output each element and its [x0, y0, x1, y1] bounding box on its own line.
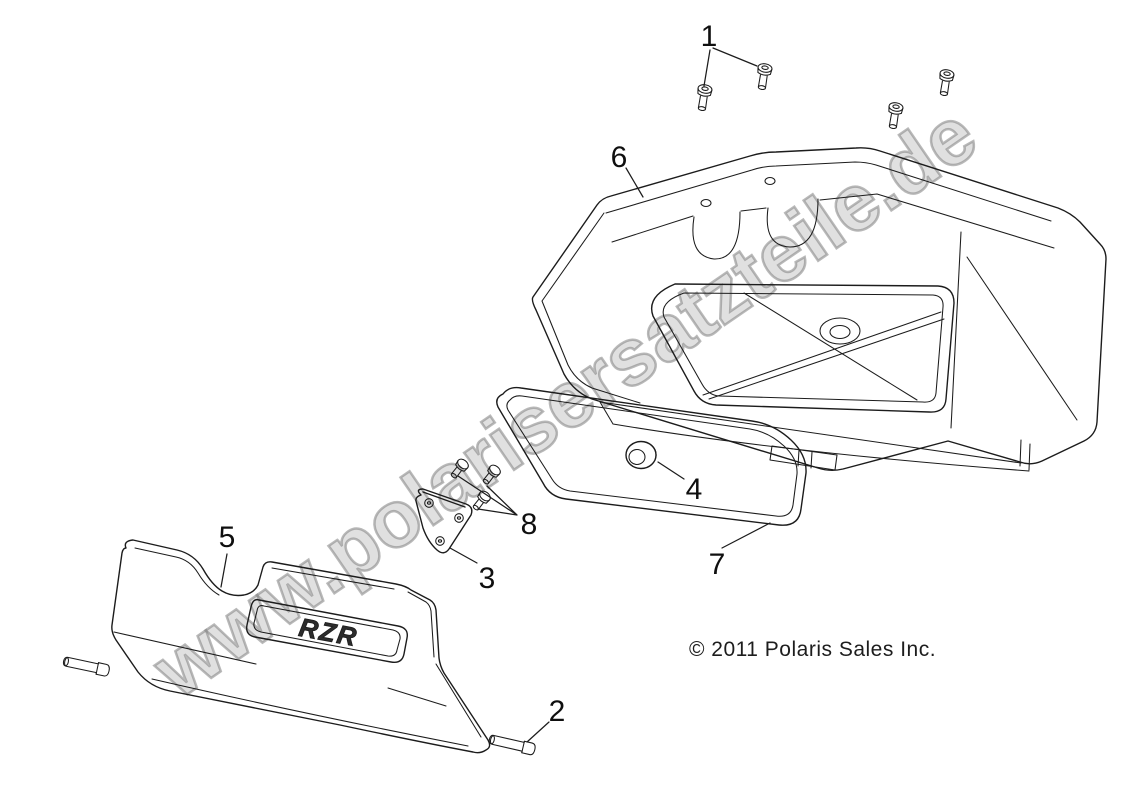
copyright-text: © 2011 Polaris Sales Inc.: [689, 638, 937, 661]
callout-4: 4: [686, 473, 703, 506]
leader-7: [721, 522, 771, 549]
pin-icon: [61, 654, 111, 678]
leader-4: [657, 461, 685, 480]
part-screws-top: [694, 62, 956, 131]
part-door-seal: [496, 386, 807, 526]
callout-6: 6: [611, 141, 628, 174]
callout-7: 7: [709, 548, 726, 581]
screw-icon: [694, 83, 714, 113]
callout-5: 5: [219, 521, 236, 554]
leader-8: [457, 475, 518, 516]
part-grommet: [625, 440, 657, 470]
screw-icon: [754, 62, 774, 92]
leader-1b: [712, 47, 758, 67]
callout-leader-lines: [220, 47, 771, 743]
callout-8: 8: [521, 508, 538, 541]
screw-icon: [885, 101, 905, 131]
callout-2: 2: [549, 695, 566, 728]
leader-3: [449, 547, 478, 564]
callout-labels: 1 2 3 4 5 6 7 8: [219, 20, 726, 728]
leader-1a: [703, 49, 711, 87]
leader-6: [625, 167, 644, 198]
part-door-panel: RZR: [111, 539, 491, 754]
screw-icon: [936, 68, 956, 98]
pin-icon: [487, 732, 537, 756]
leader-2: [526, 721, 550, 743]
callout-1: 1: [701, 20, 718, 53]
screw-icon: [479, 462, 503, 488]
part-bracket: [415, 488, 473, 554]
leader-5: [220, 553, 228, 588]
callout-3: 3: [479, 562, 496, 595]
part-glovebox-housing: [531, 147, 1107, 472]
